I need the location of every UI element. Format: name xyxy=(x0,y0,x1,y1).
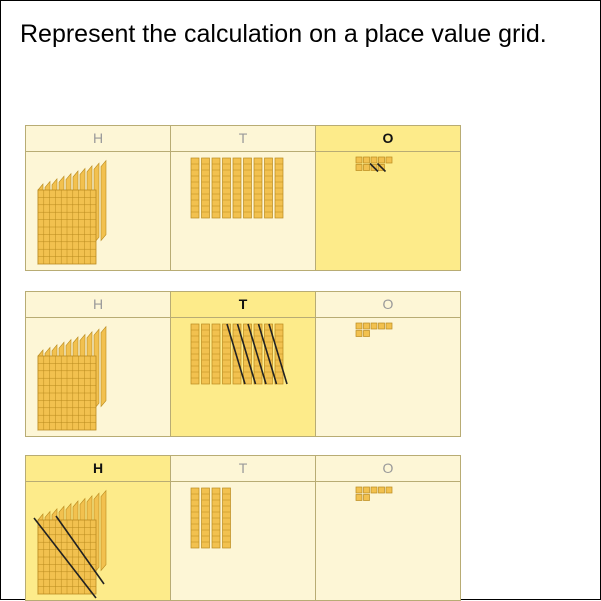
place-value-grid-3: H T O xyxy=(25,455,461,601)
ten-rod xyxy=(233,158,241,218)
ten-rod xyxy=(191,324,199,384)
ones-cell xyxy=(316,152,461,271)
hundreds-cell xyxy=(26,152,171,271)
tens-rods xyxy=(171,152,315,270)
hundred-flat xyxy=(38,184,96,264)
hundreds-cell xyxy=(26,318,171,437)
header-tens: T xyxy=(171,292,316,318)
one-cube xyxy=(379,323,385,329)
one-cube xyxy=(356,331,362,337)
ten-rod xyxy=(212,324,220,384)
ones-cubes xyxy=(316,152,460,270)
tens-cell xyxy=(171,318,316,437)
one-cube xyxy=(364,157,370,163)
ten-rod xyxy=(275,158,283,218)
one-cube xyxy=(356,157,362,163)
tens-cell xyxy=(171,482,316,601)
one-cube xyxy=(371,323,377,329)
ten-rod xyxy=(191,488,199,548)
header-tens: T xyxy=(171,456,316,482)
one-cube xyxy=(364,495,370,501)
ten-rod xyxy=(212,488,220,548)
ten-rod xyxy=(223,488,231,548)
tens-rods xyxy=(171,482,315,600)
header-hundreds: H xyxy=(26,126,171,152)
one-cube xyxy=(371,157,377,163)
ten-rod xyxy=(191,158,199,218)
ten-rod xyxy=(244,158,252,218)
ten-rod xyxy=(202,324,210,384)
hundred-flat xyxy=(101,327,106,407)
one-cube xyxy=(356,165,362,171)
one-cube xyxy=(356,495,362,501)
place-value-grid-2: H T O xyxy=(25,291,461,437)
hundred-flat xyxy=(38,350,96,430)
hundred-flat xyxy=(101,491,106,571)
header-ones: O xyxy=(316,292,461,318)
tens-cell xyxy=(171,152,316,271)
ones-cell xyxy=(316,482,461,601)
one-cube xyxy=(356,487,362,493)
header-ones: O xyxy=(316,456,461,482)
one-cube xyxy=(386,487,392,493)
header-hundreds: H xyxy=(26,292,171,318)
one-cube xyxy=(356,323,362,329)
one-cube xyxy=(379,487,385,493)
one-cube xyxy=(386,157,392,163)
header-tens: T xyxy=(171,126,316,152)
ten-rod xyxy=(202,158,210,218)
ones-cubes xyxy=(316,482,460,600)
header-ones: O xyxy=(316,126,461,152)
one-cube xyxy=(364,323,370,329)
one-cube xyxy=(386,323,392,329)
ten-rod xyxy=(275,324,283,384)
tens-rods xyxy=(171,318,315,436)
hundred-flat xyxy=(101,161,106,241)
hundreds-blocks xyxy=(26,152,170,270)
hundreds-cell xyxy=(26,482,171,601)
one-cube xyxy=(364,165,370,171)
one-cube xyxy=(364,487,370,493)
hundred-flat xyxy=(38,514,96,594)
ones-cubes xyxy=(316,318,460,436)
place-value-grid-1: H T O xyxy=(25,125,461,271)
hundreds-blocks xyxy=(26,318,170,436)
one-cube xyxy=(379,157,385,163)
header-hundreds: H xyxy=(26,456,171,482)
ten-rod xyxy=(212,158,220,218)
hundreds-blocks xyxy=(26,482,170,600)
ten-rod xyxy=(202,488,210,548)
question-text: Represent the calculation on a place val… xyxy=(20,18,590,50)
ten-rod xyxy=(265,158,273,218)
ten-rod xyxy=(254,158,262,218)
ten-rod xyxy=(223,158,231,218)
one-cube xyxy=(364,331,370,337)
one-cube xyxy=(371,487,377,493)
ones-cell xyxy=(316,318,461,437)
